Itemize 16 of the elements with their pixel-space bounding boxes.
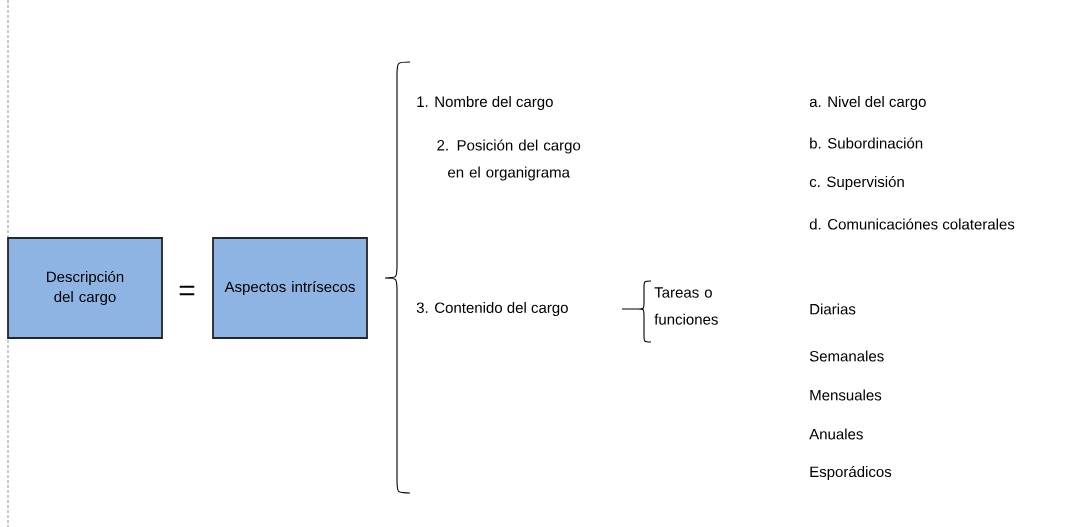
list-item: c. Supervisión bbox=[809, 175, 904, 191]
list-item: b. Subordinación bbox=[810, 137, 923, 149]
list-item: Esporádicos bbox=[810, 465, 892, 481]
list-item: 2. Posición del cargo en el organigrama bbox=[437, 139, 581, 181]
list-item: Anuales bbox=[809, 428, 863, 440]
list-item: Mensuales bbox=[810, 389, 882, 401]
list-item: 3. Contenido del cargo bbox=[416, 302, 568, 316]
process-box: Descripción del cargo bbox=[7, 237, 163, 339]
list-item: 1. Nombre del cargo bbox=[417, 96, 553, 110]
process-box: Aspectos intrísecos bbox=[212, 237, 368, 339]
list-item: a. Nivel del cargo bbox=[809, 96, 926, 110]
list-item: d. Comunicaciónes colaterales bbox=[809, 218, 1015, 230]
list-item: Diarias bbox=[810, 303, 856, 315]
list-item: Semanales bbox=[809, 350, 884, 362]
list-item: Tareas o funciones bbox=[654, 287, 718, 325]
equals-sign: = bbox=[179, 285, 195, 296]
